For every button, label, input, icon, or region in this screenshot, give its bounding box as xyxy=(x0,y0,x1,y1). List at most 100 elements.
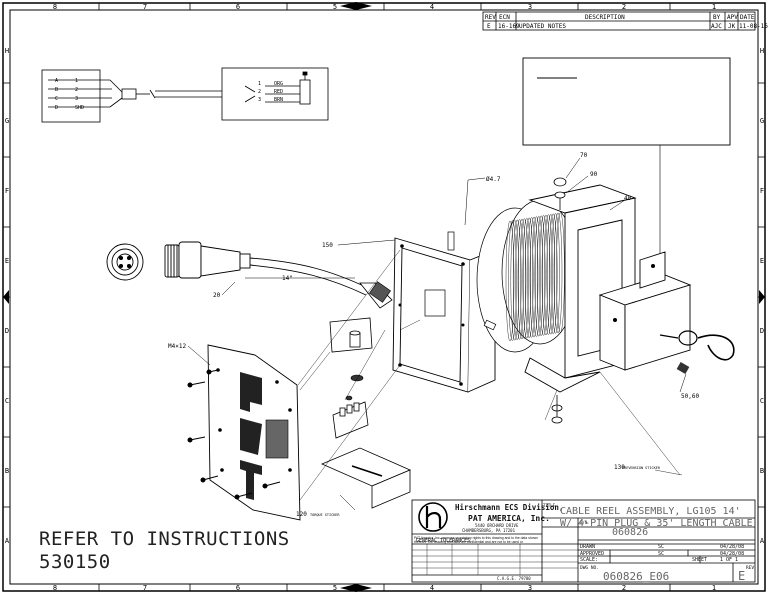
zone-col-8-top: 8 xyxy=(53,3,57,11)
cage-code: C.A.G.E. 79780 xyxy=(497,576,531,581)
zone-row-e-left: E xyxy=(5,257,9,265)
drawing-title-1: CABLE REEL ASSEMBLY, LG105 14' xyxy=(560,506,741,517)
plug-connector xyxy=(164,241,251,279)
diameter-leader-tail xyxy=(467,177,486,181)
zone-col-1-top: 1 xyxy=(712,3,716,11)
zone-col-3-top: 3 xyxy=(528,3,532,11)
company-logo xyxy=(418,502,448,532)
cable-winding xyxy=(508,220,517,341)
leader-90 xyxy=(565,175,589,194)
pat-logo xyxy=(240,372,262,500)
rev-header-rev: REV xyxy=(485,14,496,21)
rev-row-ecn: 16-169 xyxy=(498,23,520,30)
schematic-wire-brn: BRN xyxy=(274,97,283,103)
terminal-block xyxy=(332,401,369,439)
notes-box xyxy=(522,57,731,146)
center-arrow-left xyxy=(3,290,9,304)
cable-winding xyxy=(525,217,534,338)
schematic-wire-org: ORG xyxy=(274,81,283,87)
connector-face-view xyxy=(106,243,144,281)
refer-instructions-number: 530150 xyxy=(39,551,111,573)
schematic-pin-c: C xyxy=(55,96,58,102)
cable-winding xyxy=(505,220,515,342)
zone-row-f-left: F xyxy=(5,187,9,195)
approved-by: SC xyxy=(658,551,664,557)
rev-row-apv: JK xyxy=(728,23,736,30)
rev-row-description: UPDATED NOTES xyxy=(519,23,566,30)
side-bracket xyxy=(598,251,692,371)
eye-bolt xyxy=(659,330,735,361)
cable-winding xyxy=(534,216,543,337)
center-arrow-right xyxy=(759,290,765,304)
leader-70 xyxy=(565,157,581,179)
revision-block xyxy=(482,11,756,31)
center-arrow-top-left xyxy=(340,2,356,10)
schematic-right-num-1: 1 xyxy=(258,81,261,87)
zone-col-7-bottom: 7 xyxy=(143,584,147,592)
sheet-label: SHEET xyxy=(692,557,707,563)
cable-lower xyxy=(249,264,367,296)
schematic-pin-b: B xyxy=(55,87,58,93)
sticker-130 xyxy=(265,419,289,459)
approved-date: 04/28/08 xyxy=(720,551,744,557)
wiring-schematic xyxy=(41,67,329,123)
pn-tag: P/N xyxy=(580,520,588,525)
callout-m4x12: M4×12 xyxy=(168,343,186,350)
general-tolerances: GENERAL TOLERANCES xyxy=(416,538,470,544)
screw-70 xyxy=(553,177,567,210)
nut-50 xyxy=(676,362,690,374)
zone-col-8-bottom: 8 xyxy=(53,584,57,592)
zone-col-1-bottom: 1 xyxy=(712,584,716,592)
cable-winding xyxy=(553,212,563,334)
zone-row-h-left: H xyxy=(5,47,9,55)
zone-row-h-right: H xyxy=(760,47,764,55)
company-address-1: 5440 ORCHARD DRIVE xyxy=(475,523,519,528)
cable-winding xyxy=(541,214,551,336)
callout-130: 130 xyxy=(614,464,625,471)
small-parts xyxy=(345,374,364,401)
callout-length: 14" xyxy=(282,275,293,282)
cover-plate-holes xyxy=(216,368,292,472)
cover-bracket-120 xyxy=(320,447,412,509)
schematic-right-num-2: 2 xyxy=(258,89,261,95)
rev-row-by: AJC xyxy=(711,23,722,30)
drum-cable-windings xyxy=(505,212,565,342)
cable-upper xyxy=(249,257,369,289)
zone-col-5-top: 5 xyxy=(333,3,337,11)
center-arrow-bottom-left xyxy=(340,584,356,592)
callout-150: 150 xyxy=(322,242,333,249)
schematic-num-2: 2 xyxy=(75,87,78,93)
assembly-lines xyxy=(297,249,683,501)
zone-col-6-bottom: 6 xyxy=(236,584,240,592)
zone-col-5-bottom: 5 xyxy=(333,584,337,592)
rev-header-description: DESCRIPTION xyxy=(585,14,625,21)
diameter-leader xyxy=(464,179,469,226)
zone-row-d-right: D xyxy=(760,327,764,335)
side-bracket-holes xyxy=(613,264,655,322)
cable-winding xyxy=(544,214,553,335)
callout-90: 90 xyxy=(590,171,598,178)
cable-winding xyxy=(539,215,548,336)
leader-40 xyxy=(609,199,626,211)
leader-5060 xyxy=(679,373,687,393)
callout-120-note: TORQUE STICKER xyxy=(310,513,340,517)
proprietary-disclaimer: PAT America, Inc. reserves proprietary r… xyxy=(414,536,539,544)
schematic-num-1: 1 xyxy=(75,78,78,84)
refer-instructions: REFER TO INSTRUCTIONS xyxy=(39,528,290,550)
zone-col-2-top: 2 xyxy=(622,3,626,11)
company-name-2: PAT AMERICA, Inc. xyxy=(468,514,550,523)
rev-header-ecn: ECN xyxy=(499,14,510,21)
cable-winding xyxy=(537,215,546,336)
company-name: Hirschmann ECS Division, xyxy=(455,503,563,512)
rev-label: REV xyxy=(746,565,754,571)
cable-winding xyxy=(517,218,527,340)
company-address-2: CHAMBERSBURG, PA 17201 xyxy=(462,528,516,533)
zone-col-7-top: 7 xyxy=(143,3,147,11)
schematic-pin-d: D xyxy=(55,105,58,111)
zone-row-c-right: C xyxy=(760,397,764,405)
schematic-num-3: 3 xyxy=(75,96,78,102)
cable-winding xyxy=(546,214,555,335)
schematic-num-shd: SHD xyxy=(75,105,84,111)
callout-5060: 50,60 xyxy=(681,393,699,400)
